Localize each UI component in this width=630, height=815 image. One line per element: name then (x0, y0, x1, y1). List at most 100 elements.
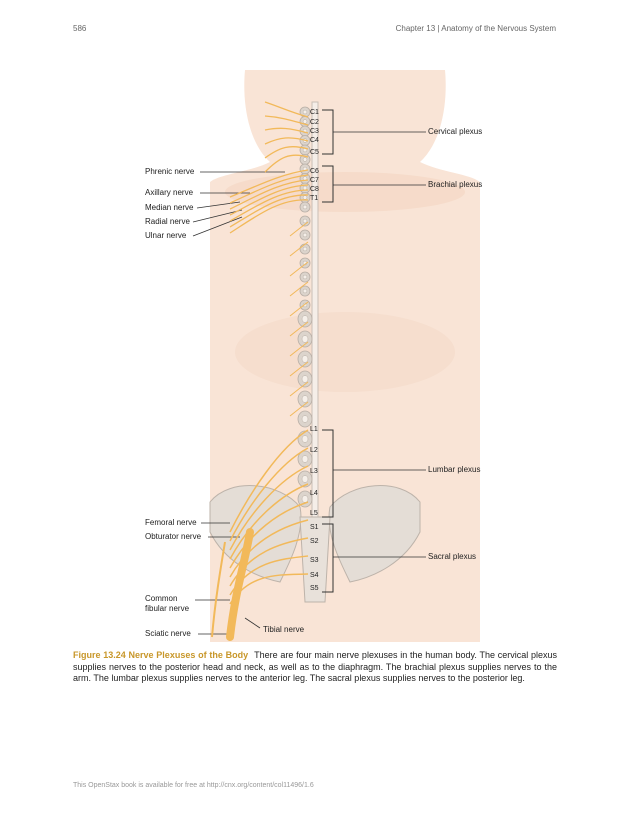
intercostal-nerve (289, 341, 309, 357)
brachial-nerve (229, 184, 309, 216)
vertebra-foramen (302, 218, 308, 224)
brachial-bracket (322, 165, 334, 203)
vertebra-s4: S4 (310, 572, 319, 579)
intercostal-nerve (289, 321, 309, 337)
vertebra-foramen (301, 495, 309, 503)
label-femoral-nerve: Femoral nerve (145, 518, 197, 527)
vertebra-c5: C5 (310, 149, 319, 156)
label-axillary-nerve: Axillary nerve (145, 188, 194, 197)
femoral-branch (211, 541, 226, 638)
vertebra-foramen (301, 315, 309, 323)
vertebra-l1: L1 (310, 426, 318, 433)
label-cervical-plexus: Cervical plexus (428, 127, 483, 136)
chapter-title: Chapter 13 | Anatomy of the Nervous Syst… (395, 24, 556, 33)
label-obturator-nerve: Obturator nerve (145, 532, 202, 541)
intercostal-nerve (289, 241, 309, 257)
brachial-nerve (229, 179, 309, 210)
sacral-bracket (322, 523, 334, 593)
vertebra-foramen (302, 204, 308, 210)
vertebra-c1: C1 (310, 109, 319, 116)
label-sciatic-nerve: Sciatic nerve (145, 629, 191, 638)
brachial-nerve (229, 169, 309, 198)
vertebra-foramen (302, 195, 308, 200)
vertebra-c2: C2 (310, 119, 319, 126)
lumbosacral-nerve (229, 483, 309, 560)
vertebra-c3: C3 (310, 128, 319, 135)
lumbosacral-nerve (229, 501, 309, 569)
sciatic-trunk (226, 528, 254, 641)
cervical-nerve (264, 115, 309, 126)
intercostal-nerve (289, 221, 309, 237)
label-common-fibular-1: Common (145, 594, 178, 603)
vertebra-foramen (302, 288, 308, 294)
page-header: 586 Chapter 13 | Anatomy of the Nervous … (73, 24, 556, 33)
cervical-nerve (264, 146, 309, 159)
pelvis-right (328, 485, 421, 583)
vertebra-foramen (301, 475, 309, 483)
lumbosacral-nerve (229, 537, 309, 587)
vertebra-foramen (301, 395, 309, 403)
label-brachial-plexus: Brachial plexus (428, 180, 483, 189)
vertebra-t1: T1 (310, 195, 319, 202)
label-lumbar-plexus: Lumbar plexus (428, 465, 481, 474)
cervical-nerve (264, 127, 309, 134)
back-shade (235, 312, 455, 392)
intercostal-nerve (289, 281, 309, 297)
vertebra-foramen (302, 119, 308, 124)
vertebra-c4: C4 (310, 137, 319, 144)
figure-caption-title: Figure 13.24 Nerve Plexuses of the Body (73, 650, 249, 660)
brachial-nerve (229, 174, 309, 204)
vertebra-foramen (301, 415, 309, 423)
vertebra-foramen (301, 455, 309, 463)
lumbosacral-nerve (229, 519, 309, 578)
vertebra-foramen (301, 435, 309, 443)
intercostal-nerve (289, 261, 309, 277)
vertebra-foramen (301, 335, 309, 343)
vertebra-l3: L3 (310, 468, 318, 475)
intercostal-nerve (289, 401, 309, 417)
label-sacral-plexus: Sacral plexus (428, 552, 477, 561)
page-number: 586 (73, 24, 87, 33)
label-median-nerve: Median nerve (145, 203, 194, 212)
vertebra-foramen (302, 274, 308, 280)
brachial-nerve (229, 194, 309, 228)
label-tibial-nerve: Tibial nerve (263, 625, 305, 634)
cervical-nerve (264, 154, 309, 173)
intercostal-nerve (289, 361, 309, 377)
vertebra-l4: L4 (310, 490, 318, 497)
intercostal-nerve (289, 301, 309, 317)
vertebra-s2: S2 (310, 538, 319, 545)
label-phrenic-nerve: Phrenic nerve (145, 167, 195, 176)
lumbosacral-nerve (229, 429, 309, 533)
vertebra-c6: C6 (310, 168, 319, 175)
body-illustration (192, 70, 480, 642)
vertebra-l5: L5 (310, 510, 318, 517)
vertebra-foramen (302, 157, 308, 162)
intercostal-nerve (289, 381, 309, 397)
cervical-nerve (264, 137, 309, 145)
vertebra-foramen (301, 355, 309, 363)
brachial-nerve (229, 189, 309, 222)
label-radial-nerve: Radial nerve (145, 217, 190, 226)
shoulder-shade (225, 172, 465, 212)
brachial-nerve (229, 199, 309, 234)
vertebra-foramen (302, 246, 308, 252)
vertebra-c8: C8 (310, 186, 319, 193)
vertebra-s5: S5 (310, 585, 319, 592)
vertebra-foramen (301, 375, 309, 383)
lumbosacral-nerve (229, 465, 309, 551)
vertebra-foramen (302, 109, 308, 115)
lumbosacral-nerve (229, 447, 309, 542)
figure-caption-text: There are four main nerve plexuses in th… (73, 650, 557, 683)
vertebra-c7: C7 (310, 177, 319, 184)
page-footer: This OpenStax book is available for free… (73, 782, 314, 789)
vertebra-s3: S3 (310, 557, 319, 564)
label-common-fibular-2: fibular nerve (145, 604, 190, 613)
nerve-plexus-figure: C1 C2 C3 C4 C5 C6 C7 C8 T1 L1 L2 L3 L4 L… (130, 62, 560, 642)
label-ulnar-nerve: Ulnar nerve (145, 231, 187, 240)
vertebra-foramen (302, 232, 308, 238)
vertebra-l2: L2 (310, 447, 318, 454)
cervical-nerve (264, 101, 309, 118)
lumbar-bracket (322, 429, 334, 518)
